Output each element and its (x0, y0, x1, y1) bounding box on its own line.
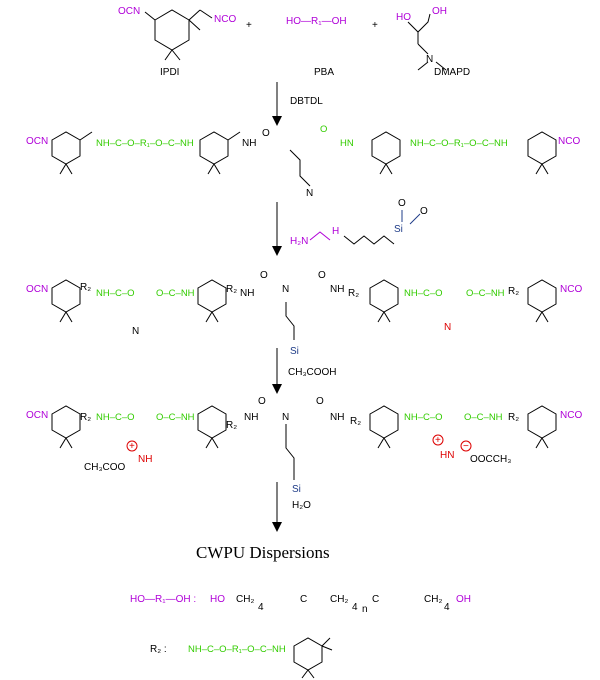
urethane-1: NH–C–O–R₁–O–C–NH (96, 138, 194, 149)
r1-def-ch2-c: CH₂ (424, 594, 442, 605)
urethane-12: O–C–NH (464, 412, 503, 423)
aminosilane-h2n: H₂N (290, 236, 308, 247)
r1-def-c-a: C (300, 594, 307, 605)
urethane-3: HN (340, 138, 354, 149)
urea-o-3: O (258, 396, 266, 407)
quaternary-hn-right: HN (440, 450, 454, 461)
r2-definition: R₂ : NH–C–O–R₁–O–C–NH (150, 637, 333, 679)
methoxy-o-1: O (398, 198, 406, 209)
ocn-group: OCN (118, 6, 140, 17)
tertiary-n-3: N (282, 284, 289, 295)
ocn-left-2: OCN (26, 136, 48, 147)
urethane-2: NH (242, 138, 256, 149)
r1-definition: HO—R₁—OH : HO CH₂ 4 C CH₂ 4 n C CH₂ 4 OH (130, 594, 471, 615)
carbonyl-o-2: O (262, 128, 270, 139)
r2-def-label: R₂ : (150, 644, 167, 655)
r1-def-sub-a: 4 (258, 602, 264, 613)
dimethylamino-3a: N (132, 326, 139, 337)
nco-right-2: NCO (558, 136, 580, 147)
urethane-7: NH–C–O (404, 288, 443, 299)
r1-def-sub-b: 4 (352, 602, 358, 613)
dmapd-label: DMAPD (434, 67, 470, 78)
tertiary-n-4: N (282, 412, 289, 423)
extended-structure: OCN R₂ NH–C–O O–C–NH N R₂ NH O N Si O NH… (26, 270, 582, 357)
dimethylamino-2: N (306, 188, 313, 199)
r2-8: R₂ (508, 412, 519, 423)
aminosilane-nh: H (332, 226, 339, 237)
r1-def-c-b: C (372, 594, 379, 605)
dmapd-n: N (426, 54, 433, 65)
plus-sign-1: + (246, 20, 252, 31)
svg-text:−: − (463, 441, 469, 452)
urethane-6: O–C–NH (156, 288, 195, 299)
methoxy-o-2: O (420, 206, 428, 217)
catalyst-label: DBTDL (290, 96, 323, 107)
urethane-10: O–C–NH (156, 412, 195, 423)
pba-label: PBA (314, 67, 334, 78)
pba-formula: HO—R₁—OH (286, 16, 347, 27)
r1-def-ch2-a: CH₂ (236, 594, 254, 605)
urea-1: NH (240, 288, 254, 299)
silicon-atom-2: Si (290, 346, 299, 357)
r2-5: R₂ (80, 412, 91, 423)
urea-2: NH (330, 284, 344, 295)
r1-def-n: n (362, 604, 368, 615)
urethane-8: O–C–NH (466, 288, 505, 299)
acetate-left: CH₃COO (84, 462, 126, 473)
r1-def-ho: HO (210, 594, 225, 605)
r2-def-struct: NH–C–O–R₁–O–C–NH (188, 644, 286, 655)
r1-def-sub-c: 4 (444, 602, 450, 613)
svg-text:+: + (129, 441, 135, 452)
silicon-atom-3: Si (292, 484, 301, 495)
nco-group: NCO (214, 14, 236, 25)
r2-6: R₂ (226, 420, 237, 431)
acetate-right: OOCCH₃ (470, 454, 511, 465)
ocn-left-4: OCN (26, 410, 48, 421)
r2-1: R₂ (80, 282, 91, 293)
urea-3: NH (244, 412, 258, 423)
urea-o-4: O (316, 396, 324, 407)
r1-def-ch2-b: CH₂ (330, 594, 348, 605)
water-label: H₂O (292, 500, 311, 511)
prepolymer-structure: OCN NH–C–O–R₁–O–C–NH NH O N O HN NH–C–O–… (26, 124, 580, 199)
ipdi-label: IPDI (160, 67, 179, 78)
dmapd-structure: HO OH N DMAPD (396, 6, 470, 78)
nco-right-3: NCO (560, 284, 582, 295)
acid-label: CH₃COOH (288, 367, 337, 378)
pba-structure: HO—R₁—OH PBA (286, 16, 347, 78)
quaternary-nh-left: NH (138, 454, 152, 465)
plus-sign-2: + (372, 20, 378, 31)
ocn-left-3: OCN (26, 284, 48, 295)
urea-o-1: O (260, 270, 268, 281)
product-title: CWPU Dispersions (196, 543, 330, 562)
acetate-minus-right (460, 440, 472, 452)
ipdi-structure: OCN NCO IPDI (118, 6, 236, 78)
r2-7: R₂ (350, 416, 361, 427)
urea-4: NH (330, 412, 344, 423)
r1-def-label: HO—R₁—OH : (130, 594, 196, 605)
urethane-4: NH–C–O–R₁–O–C–NH (410, 138, 508, 149)
r1-def-oh: OH (456, 594, 471, 605)
quaternary-plus-right (432, 434, 444, 446)
urea-o-2: O (318, 270, 326, 281)
quaternary-plus-left (126, 440, 138, 452)
ionized-structure: OCN R₂ NH–C–O O–C–NH + NH CH₃COO R₂ NH O… (26, 396, 582, 495)
dimethylamino-3b: N (444, 322, 451, 333)
aminosilane-structure: H₂N H Si O O (290, 198, 428, 247)
svg-text:+: + (435, 435, 441, 446)
r2-2: R₂ (226, 284, 237, 295)
dmapd-ho: HO (396, 12, 411, 23)
urethane-5: NH–C–O (96, 288, 135, 299)
dmapd-oh: OH (432, 6, 447, 17)
r2-3: R₂ (348, 288, 359, 299)
r2-4: R₂ (508, 286, 519, 297)
carbonyl-o-3: O (320, 124, 327, 135)
silicon-atom-1: Si (394, 224, 403, 235)
urethane-9: NH–C–O (96, 412, 135, 423)
urethane-11: NH–C–O (404, 412, 443, 423)
nco-right-4: NCO (560, 410, 582, 421)
